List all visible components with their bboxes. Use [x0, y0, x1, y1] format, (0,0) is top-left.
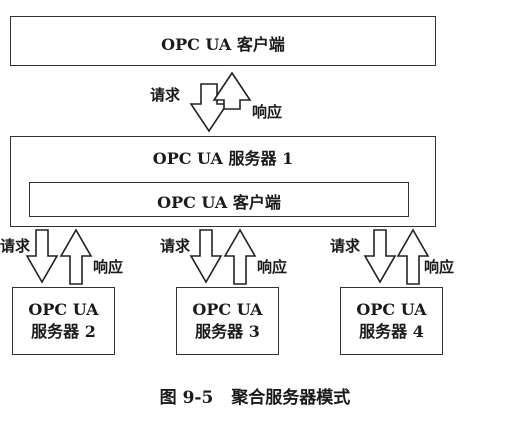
inner-client-label: OPC UA 客户端 — [157, 193, 281, 212]
figure-title: 聚合服务器模式 — [231, 388, 351, 408]
request-label-top: 请求 — [150, 86, 181, 104]
server2-line1: OPC UA — [28, 300, 99, 319]
server4-line2: 服务器 4 — [359, 321, 424, 341]
request-arrow-down-2 — [189, 229, 223, 284]
server1-box: OPC UA 服务器 1 OPC UA 客户端 — [10, 136, 436, 227]
top-client-label: OPC UA 客户端 — [161, 35, 285, 54]
server3-line2: 服务器 3 — [195, 321, 260, 341]
request-label-2: 请求 — [160, 237, 191, 255]
response-label-top: 响应 — [252, 103, 283, 121]
request-label-3: 请求 — [330, 237, 361, 255]
request-label-1: 请求 — [0, 237, 31, 255]
request-arrow-down-1 — [25, 229, 59, 284]
server4-line1: OPC UA — [356, 300, 427, 319]
request-arrow-down-3 — [363, 229, 397, 284]
server4-box: OPC UA 服务器 4 — [340, 287, 443, 355]
response-arrow-up-top — [212, 71, 252, 110]
server2-line2: 服务器 2 — [31, 321, 96, 341]
response-label-2: 响应 — [257, 258, 288, 276]
figure-number: 图 9-5 — [159, 388, 214, 408]
response-arrow-up-2 — [223, 228, 257, 285]
response-label-3: 响应 — [424, 258, 455, 276]
server2-box: OPC UA 服务器 2 — [12, 287, 115, 355]
server1-label: OPC UA 服务器 1 — [152, 149, 294, 168]
response-label-1: 响应 — [93, 258, 124, 276]
top-client-box: OPC UA 客户端 — [10, 16, 436, 66]
inner-client-box: OPC UA 客户端 — [29, 182, 409, 217]
response-arrow-up-1 — [59, 228, 93, 285]
server3-box: OPC UA 服务器 3 — [176, 287, 279, 355]
server3-line1: OPC UA — [192, 300, 263, 319]
request-arrow-down-top — [189, 83, 229, 133]
figure-caption: 图 9-5 聚合服务器模式 — [0, 383, 510, 408]
